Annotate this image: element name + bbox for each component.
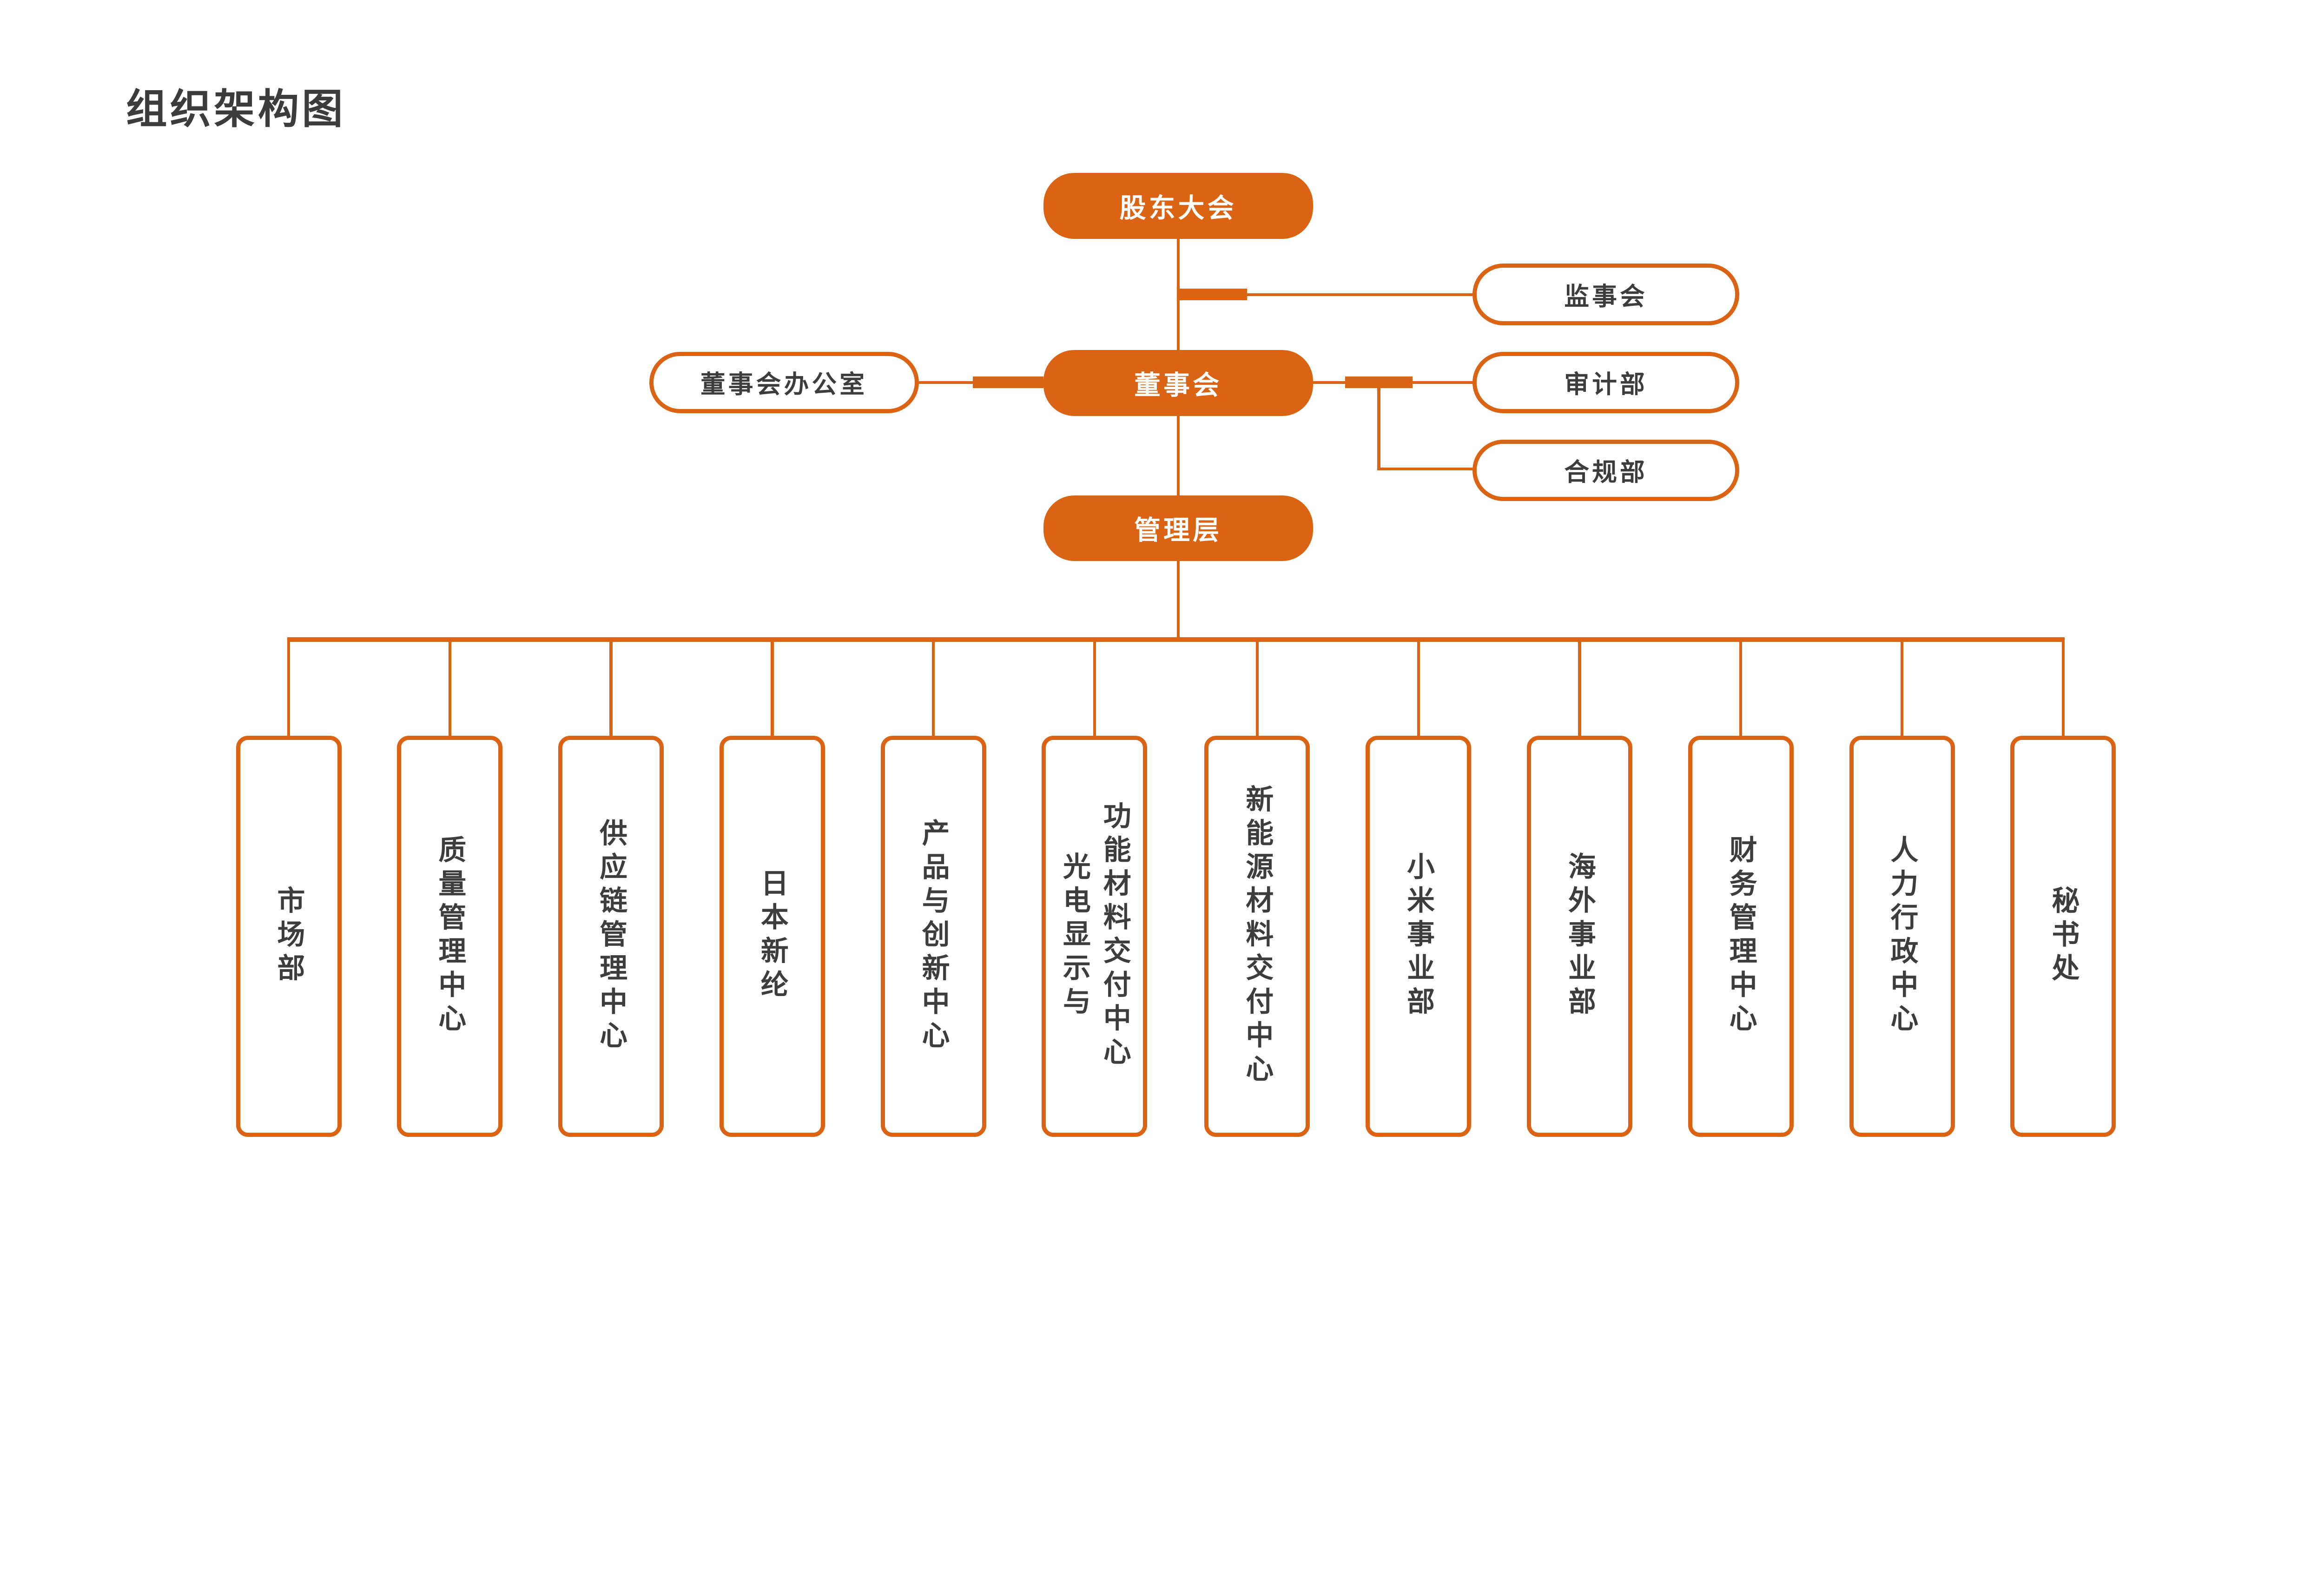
connector-spine-shareholders-board [1176,238,1180,350]
connector-supervisory-line [1178,293,1473,296]
dept-box-new-energy-materials: 新能源材料交付中心 [1204,735,1310,1137]
node-board-office-label: 董事会办公室 [700,370,868,399]
connector-stub-7 [1255,640,1259,736]
page-title: 组织架构图 [126,86,346,132]
dept-box-product-innovation: 产品与创新中心 [880,735,986,1137]
node-compliance-department: 合规部 [1472,439,1740,502]
node-board-of-directors-label: 董事会 [1134,371,1222,401]
node-audit-department: 审计部 [1472,351,1740,414]
dept-label-overseas-business: 海外事业部 [1564,852,1596,1021]
dept-box-marketing: 市场部 [236,735,342,1137]
node-management: 管理层 [1043,495,1313,561]
dept-label-supply-chain: 供应链管理中心 [596,818,627,1055]
dept-label-japan-xinlun: 日本新纶 [757,869,788,1004]
node-supervisory-board: 监事会 [1472,264,1740,325]
dept-label-quality-management: 质量管理中心 [435,835,466,1037]
dept-box-finance-management: 财务管理中心 [1688,735,1794,1137]
connector-stub-5 [932,640,935,736]
node-board-office: 董事会办公室 [649,351,919,414]
dept-box-xiaomi-business: 小米事业部 [1366,735,1472,1137]
dept-box-hr-admin: 人力行政中心 [1849,735,1955,1137]
connector-stub-1 [287,640,290,736]
connector-stub-4 [771,640,774,736]
connector-stub-10 [1739,640,1743,736]
connector-stub-9 [1578,640,1581,736]
dept-box-japan-xinlun: 日本新纶 [719,735,825,1137]
dept-label-marketing: 市场部 [273,885,305,987]
dept-box-supply-chain: 供应链管理中心 [558,735,664,1137]
connector-stub-2 [448,640,451,736]
connector-stub-6 [1093,640,1096,736]
node-shareholders-meeting-label: 股东大会 [1119,193,1237,223]
connector-spine-management-departments [1176,561,1180,639]
dept-box-quality-management: 质量管理中心 [397,735,503,1137]
node-supervisory-board-label: 监事会 [1564,283,1648,311]
node-compliance-department-label: 合规部 [1564,458,1648,487]
connector-stub-12 [2061,640,2065,736]
node-management-label: 管理层 [1134,516,1222,546]
connector-compliance-drop [1377,382,1380,470]
org-chart-canvas: 组织架构图 股东大会 监事会 董事会办公室 董事会 审计部 合规部 [126,86,2116,1137]
dept-label-optoelectronic-functional-materials: 光电显示与 功能材料交付中心 [1059,801,1131,1071]
connector-stub-11 [1900,640,1904,736]
connector-supervisory-junction-bar [1179,289,1247,301]
connector-spine-board-management [1176,416,1180,495]
connector-board-office-junction-bar [973,376,1043,389]
dept-box-overseas-business: 海外事业部 [1526,735,1632,1137]
connector-compliance-line [1377,467,1473,470]
node-audit-department-label: 审计部 [1564,370,1648,399]
connector-stub-8 [1417,640,1420,736]
dept-label-hr-admin: 人力行政中心 [1887,835,1918,1037]
dept-label-xiaomi-business: 小米事业部 [1403,852,1435,1021]
dept-box-optoelectronic-functional-materials: 光电显示与 功能材料交付中心 [1042,735,1148,1137]
connector-stub-3 [609,640,613,736]
node-board-of-directors: 董事会 [1043,350,1313,416]
dept-label-new-energy-materials: 新能源材料交付中心 [1242,785,1274,1088]
dept-label-secretariat: 秘书处 [2048,885,2080,987]
connector-department-rail [287,637,2065,642]
dept-label-finance-management: 财务管理中心 [1725,835,1757,1037]
node-shareholders-meeting: 股东大会 [1043,173,1313,239]
dept-label-product-innovation: 产品与创新中心 [918,818,950,1055]
dept-box-secretariat: 秘书处 [2010,735,2116,1137]
